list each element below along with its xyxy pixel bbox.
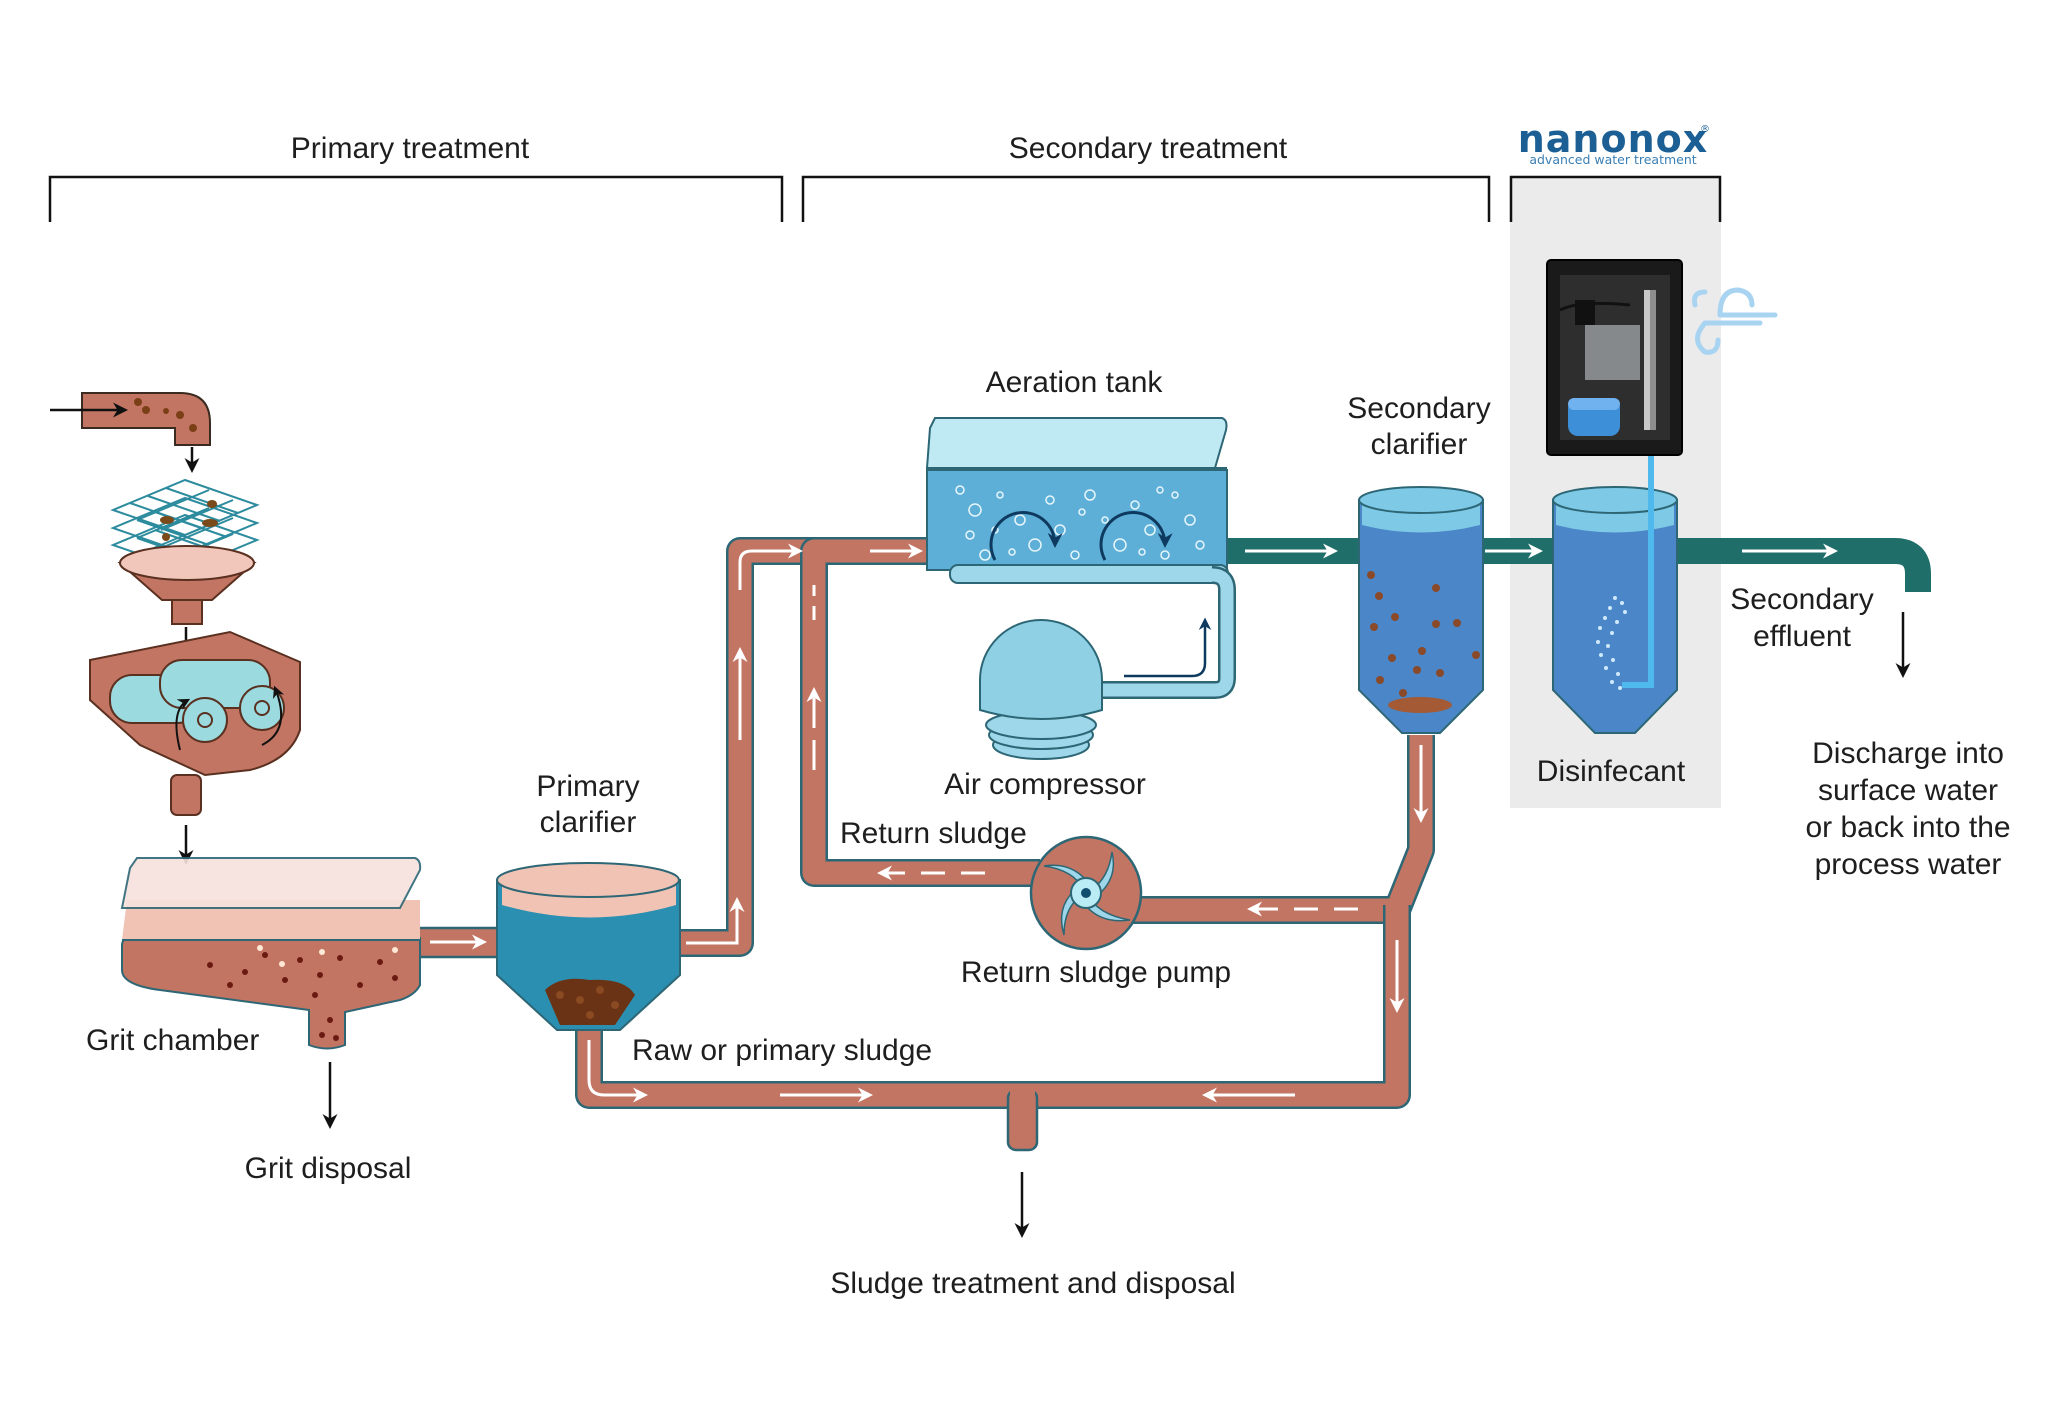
discharge-label-line-2: surface water	[1818, 774, 1998, 807]
secondary-clarifier-label-1: Secondary	[1347, 392, 1490, 425]
secondary-bracket	[801, 175, 1491, 222]
air-wind-icon	[1692, 287, 1778, 355]
secondary-treatment-heading: Secondary treatment	[1009, 132, 1288, 165]
logo-name: nanonox	[1518, 117, 1709, 161]
effluent-pipe	[1210, 538, 1931, 592]
secondary-clarifier	[1358, 486, 1484, 734]
air-compressor	[979, 566, 1236, 760]
secondary-effluent-label-1: Secondary	[1730, 583, 1873, 616]
return-sludge-label: Return sludge	[840, 817, 1027, 850]
primary-clarifier	[496, 862, 681, 1031]
aeration-tank-label: Aeration tank	[986, 366, 1164, 399]
logo-registered: ®	[1700, 124, 1710, 135]
disinfectant-bubbles	[1596, 596, 1627, 690]
disinfectant-label: Disinfecant	[1537, 755, 1686, 788]
grit-disposal-label: Grit disposal	[245, 1152, 412, 1185]
discharge-label-line-3: or back into the	[1805, 811, 2010, 844]
comminutor	[89, 630, 301, 865]
primary-clarifier-label-1: Primary	[536, 770, 639, 803]
disinfection-tank	[1552, 455, 1678, 734]
secondary-clarifier-label-2: clarifier	[1371, 428, 1468, 461]
return-sludge-pump-label: Return sludge pump	[961, 956, 1231, 989]
screen-funnel	[117, 545, 257, 663]
primary-bracket	[48, 175, 784, 222]
sludge-flow-arrows	[430, 543, 1429, 1103]
air-compressor-label: Air compressor	[944, 768, 1146, 801]
disinfection-bracket	[1509, 175, 1722, 222]
return-sludge-pump	[1029, 835, 1143, 951]
nanonox-logo: nanonox advanced water treatment ®	[1518, 117, 1710, 167]
discharge-label-line-1: Discharge into	[1812, 737, 2004, 770]
secondary-effluent-label-2: effluent	[1753, 620, 1852, 653]
grit-chamber	[120, 857, 422, 1129]
inlet-pipe	[50, 392, 211, 473]
nanonox-device	[1546, 259, 1683, 456]
primary-treatment-heading: Primary treatment	[291, 132, 530, 165]
air-bubbles	[955, 485, 1205, 561]
raw-primary-sludge-label: Raw or primary sludge	[632, 1034, 932, 1067]
discharge-label-line-4: process water	[1815, 848, 2002, 881]
logo-tagline: advanced water treatment	[1529, 152, 1696, 167]
grit-chamber-label: Grit chamber	[86, 1024, 259, 1057]
primary-clarifier-label-2: clarifier	[540, 806, 637, 839]
sludge-treatment-label: Sludge treatment and disposal	[830, 1267, 1235, 1300]
aeration-tank	[925, 417, 1229, 584]
